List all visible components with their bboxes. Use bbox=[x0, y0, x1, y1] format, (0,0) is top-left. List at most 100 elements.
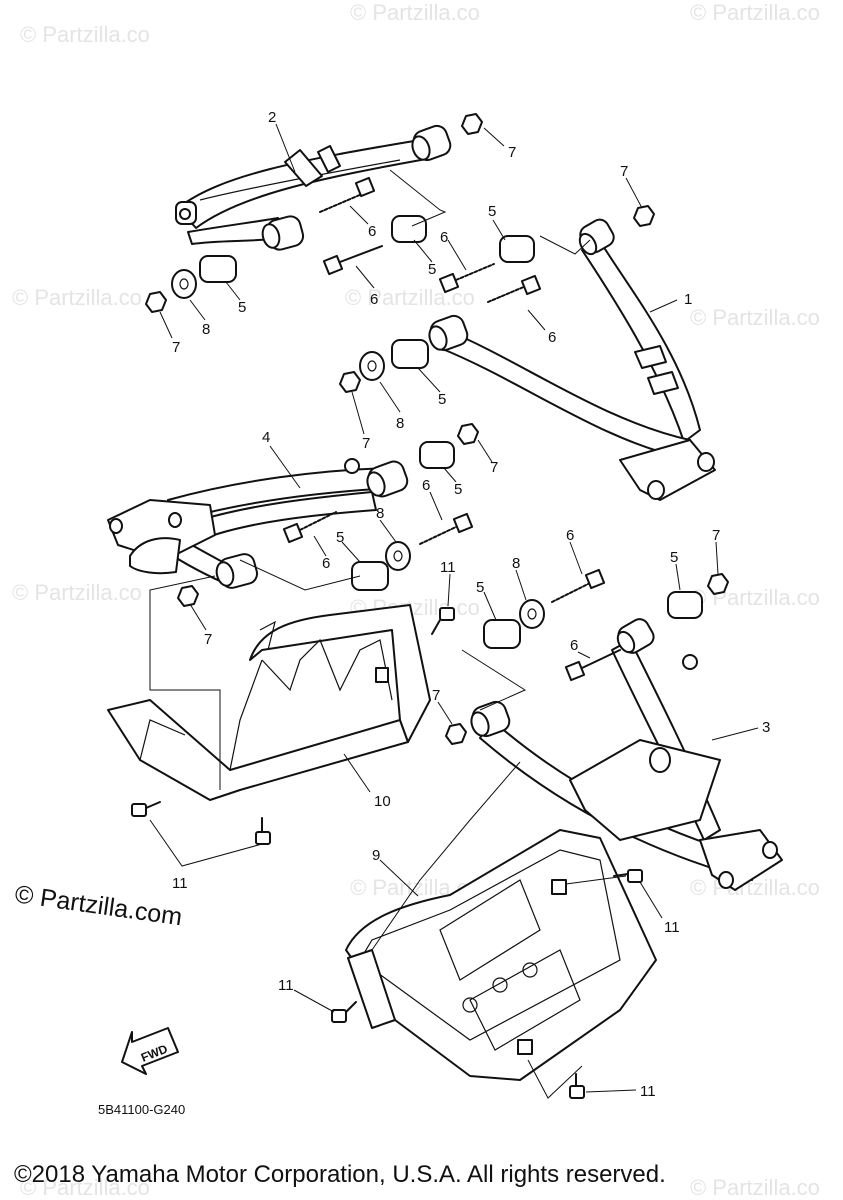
nut[interactable] bbox=[633, 205, 655, 227]
fwd-arrow-icon: FWD bbox=[121, 1027, 179, 1075]
callout-7: 7 bbox=[432, 687, 440, 704]
copyright-notice: ©2018 Yamaha Motor Corporation, U.S.A. A… bbox=[14, 1161, 666, 1188]
callout-6: 6 bbox=[548, 329, 556, 346]
bolt-group bbox=[282, 176, 621, 682]
nut-group bbox=[145, 113, 729, 745]
bolt[interactable] bbox=[282, 511, 337, 544]
watermark: © Partzilla.co bbox=[690, 305, 820, 330]
nut[interactable] bbox=[145, 291, 167, 313]
nut[interactable] bbox=[177, 585, 199, 607]
callout-5: 5 bbox=[428, 261, 436, 278]
callout-8: 8 bbox=[396, 415, 404, 432]
screw[interactable] bbox=[431, 607, 455, 635]
guard-9[interactable] bbox=[345, 829, 657, 1081]
callout-6: 6 bbox=[570, 637, 578, 654]
callout-5: 5 bbox=[670, 549, 678, 566]
callout-7: 7 bbox=[362, 435, 370, 452]
watermark: © Partzilla.co bbox=[20, 22, 150, 47]
screw-group bbox=[131, 607, 643, 1099]
bolt[interactable] bbox=[564, 649, 621, 682]
washer[interactable] bbox=[385, 541, 411, 571]
callout-4: 4 bbox=[262, 429, 270, 446]
callout-6: 6 bbox=[422, 477, 430, 494]
callout-8: 8 bbox=[202, 321, 210, 338]
screw[interactable] bbox=[255, 817, 271, 845]
bolt[interactable] bbox=[419, 512, 474, 545]
callout-2: 2 bbox=[268, 109, 276, 126]
screw[interactable] bbox=[331, 1001, 357, 1023]
nut[interactable] bbox=[339, 371, 361, 393]
callout-leaders bbox=[159, 123, 759, 1093]
upper-arm-1[interactable] bbox=[426, 216, 716, 501]
screw[interactable] bbox=[569, 1073, 585, 1099]
screw[interactable] bbox=[131, 801, 161, 817]
watermark: © Partzilla.co bbox=[690, 875, 820, 900]
washer[interactable] bbox=[359, 351, 385, 381]
watermark: © Partzilla.co bbox=[690, 1175, 820, 1200]
bolt[interactable] bbox=[551, 568, 606, 603]
screw[interactable] bbox=[613, 869, 643, 883]
callout-5: 5 bbox=[454, 481, 462, 498]
callout-7: 7 bbox=[508, 144, 516, 161]
watermark: © Partzilla.co bbox=[20, 1175, 150, 1200]
bolt[interactable] bbox=[438, 263, 495, 294]
bushing[interactable] bbox=[351, 561, 389, 591]
callout-labels: 2 7 7 5 1 6 5 6 6 6 5 8 7 5 8 7 7 4 5 6 … bbox=[172, 109, 770, 1100]
washer[interactable] bbox=[171, 269, 197, 299]
callout-10: 10 bbox=[374, 793, 391, 810]
callout-7: 7 bbox=[204, 631, 212, 648]
bushing-group bbox=[199, 215, 703, 649]
watermark: © Partzilla.co bbox=[690, 0, 820, 25]
drawing-code: 5B41100-G240 bbox=[98, 1102, 185, 1117]
callout-11: 11 bbox=[640, 1083, 656, 1100]
guard-10[interactable] bbox=[107, 604, 431, 801]
callout-7: 7 bbox=[172, 339, 180, 356]
callout-7: 7 bbox=[490, 459, 498, 476]
nut[interactable] bbox=[445, 723, 467, 745]
callout-11: 11 bbox=[278, 977, 294, 994]
callout-5: 5 bbox=[438, 391, 446, 408]
bushing[interactable] bbox=[199, 255, 237, 283]
watermark: © Partzilla.co bbox=[350, 0, 480, 25]
bushing[interactable] bbox=[391, 339, 429, 369]
bushing[interactable] bbox=[667, 591, 703, 619]
partzilla-brand: © Partzilla.com bbox=[13, 880, 184, 931]
callout-7: 7 bbox=[712, 527, 720, 544]
upper-arm-2[interactable] bbox=[175, 123, 453, 252]
callout-7: 7 bbox=[620, 163, 628, 180]
bolt[interactable] bbox=[322, 245, 383, 276]
callout-3: 3 bbox=[762, 719, 770, 736]
callout-6: 6 bbox=[370, 291, 378, 308]
callout-11: 11 bbox=[172, 875, 188, 892]
watermark: © Partzilla.co bbox=[12, 285, 142, 310]
washer-group bbox=[171, 269, 545, 629]
bushing[interactable] bbox=[483, 619, 521, 649]
washer[interactable] bbox=[519, 599, 545, 629]
nut[interactable] bbox=[707, 573, 729, 595]
callout-11: 11 bbox=[440, 559, 456, 576]
bolt[interactable] bbox=[319, 176, 376, 213]
bolt[interactable] bbox=[487, 274, 542, 303]
bushing[interactable] bbox=[391, 215, 427, 243]
bushing[interactable] bbox=[499, 235, 535, 263]
callout-5: 5 bbox=[488, 203, 496, 220]
nut[interactable] bbox=[461, 113, 483, 135]
watermark-layer: © Partzilla.co © Partzilla.co © Partzill… bbox=[12, 0, 820, 1200]
bushing[interactable] bbox=[419, 441, 455, 469]
callout-11: 11 bbox=[664, 919, 680, 936]
callout-6: 6 bbox=[566, 527, 574, 544]
callout-6: 6 bbox=[368, 223, 376, 240]
callout-1: 1 bbox=[684, 291, 692, 308]
lower-arm-4[interactable] bbox=[107, 458, 410, 590]
assembly-lines bbox=[149, 169, 627, 1099]
nut[interactable] bbox=[457, 423, 479, 445]
callout-6: 6 bbox=[440, 229, 448, 246]
callout-5: 5 bbox=[238, 299, 246, 316]
lower-arm-3[interactable] bbox=[468, 616, 783, 891]
callout-5: 5 bbox=[336, 529, 344, 546]
callout-5: 5 bbox=[476, 579, 484, 596]
watermark: © Partzilla.co bbox=[12, 580, 142, 605]
callout-9: 9 bbox=[372, 847, 380, 864]
callout-6: 6 bbox=[322, 555, 330, 572]
